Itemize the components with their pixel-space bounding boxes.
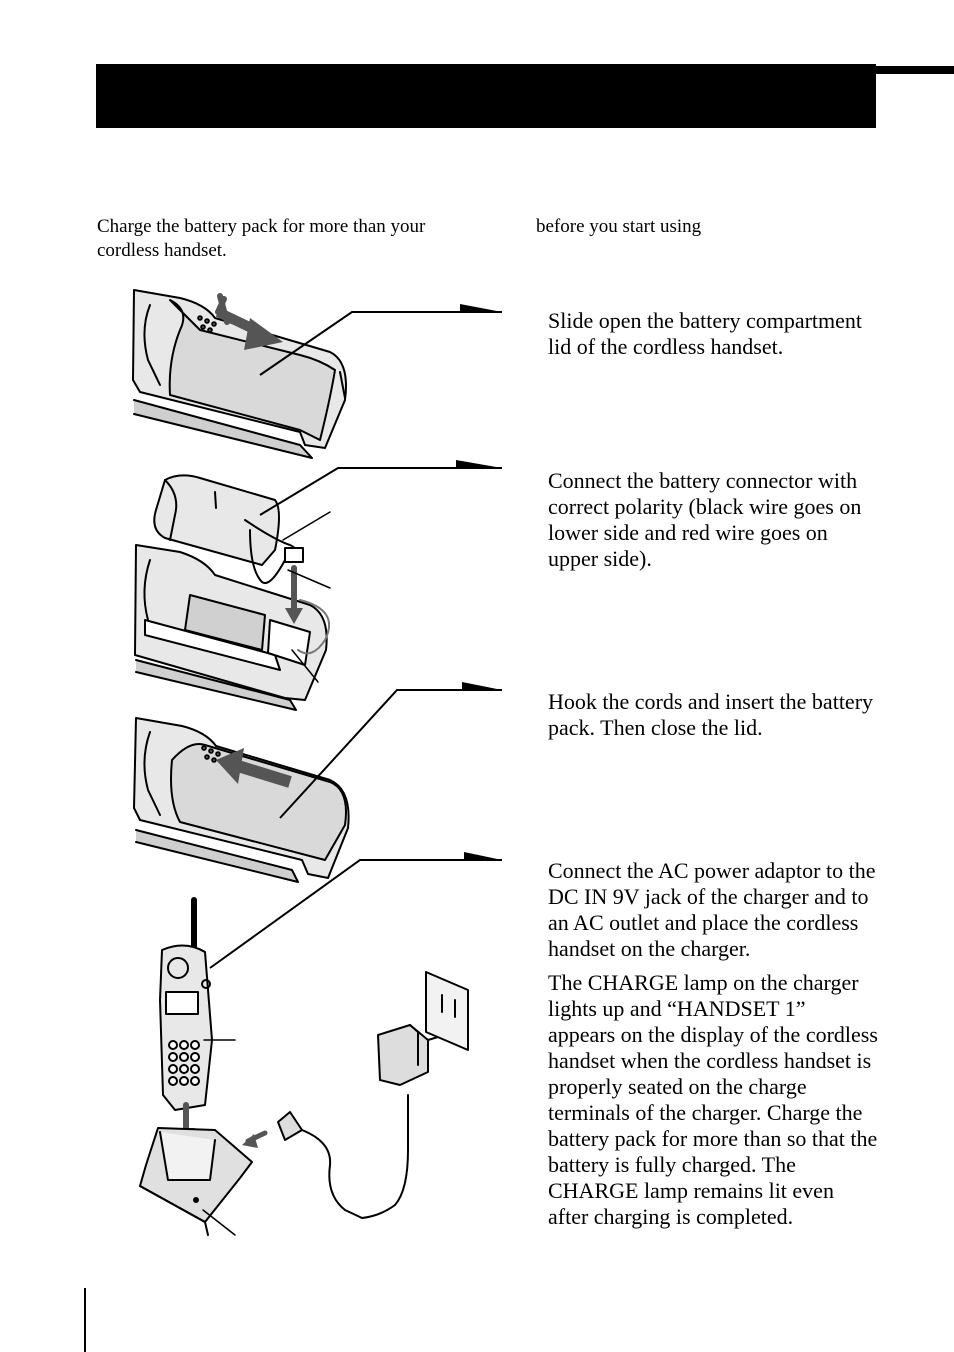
charger-illustration bbox=[139, 1127, 253, 1236]
step-4-note: The CHARGE lamp on the charger lights up… bbox=[548, 970, 878, 1229]
section-header-bar bbox=[96, 64, 876, 128]
intro-text-right: before you start using bbox=[536, 216, 702, 237]
ac-adaptor-illustration bbox=[377, 1024, 439, 1086]
handset-lid-close-illustration bbox=[133, 717, 350, 883]
step-4-instruction: Connect the AC power adaptor to the DC I… bbox=[548, 858, 878, 1230]
section-tab-strip bbox=[876, 66, 954, 74]
wall-outlet-illustration bbox=[425, 971, 469, 1051]
pointer-arrowheads bbox=[456, 304, 502, 860]
step-4-text: Connect the AC power adaptor to the DC I… bbox=[548, 858, 876, 961]
step-3-text: Hook the cords and insert the battery pa… bbox=[548, 689, 874, 740]
step-2-instruction: Connect the battery connector with corre… bbox=[548, 468, 878, 572]
page-margin-rule bbox=[84, 1288, 86, 1352]
step-1-instruction: Slide open the battery compartment lid o… bbox=[548, 308, 878, 360]
battery-pack-illustration bbox=[153, 474, 304, 584]
handset-lid-open-illustration bbox=[132, 289, 347, 459]
intro-text-left: Charge the battery pack for more than yo… bbox=[97, 216, 426, 261]
upright-handset-illustration bbox=[159, 897, 213, 1111]
step-2-text: Connect the battery connector with corre… bbox=[548, 468, 862, 571]
step-1-text: Slide open the battery compartment lid o… bbox=[548, 308, 863, 359]
step-3-instruction: Hook the cords and insert the battery pa… bbox=[548, 689, 878, 741]
handset-open-compartment-illustration bbox=[134, 544, 328, 711]
